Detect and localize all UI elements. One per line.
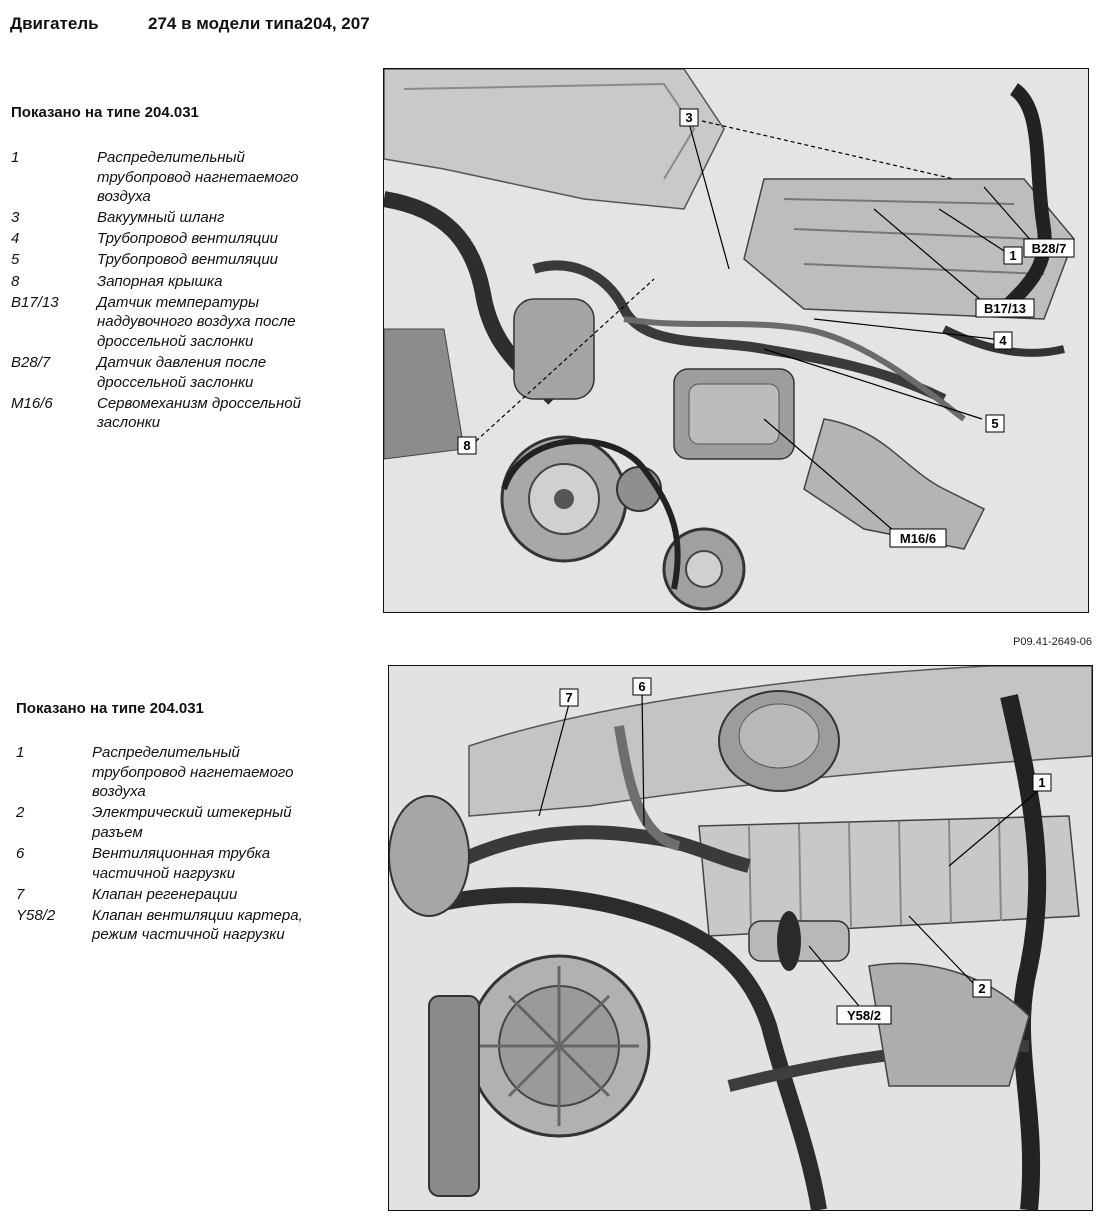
legend-code: 5 (11, 251, 20, 269)
legend-row: 3 Вакуумный шланг (11, 208, 337, 228)
legend-row: 8 Запорная крышка (11, 272, 337, 292)
callout-3: 3 (679, 108, 699, 127)
callout-b17-13-text: B17/13 (984, 301, 1026, 316)
legend-code: 7 (16, 885, 25, 903)
legend-desc: Клапан вентиляции картера, режим частичн… (92, 906, 303, 944)
callout-7-text: 7 (565, 690, 572, 705)
section1-title: Показано на типе 204.031 (11, 104, 199, 121)
legend-desc: Датчик давления после дроссельной заслон… (97, 353, 267, 391)
callout-5-text: 5 (991, 416, 998, 431)
callout-y58-2: Y58/2 (836, 1005, 892, 1025)
legend-desc: Сервомеханизм дроссельной заслонки (97, 394, 301, 432)
legend-code: 3 (11, 209, 20, 227)
legend-desc: Электрический штекерный разъем (92, 804, 292, 841)
engine-illustration-2: 7 6 1 2 Y58/2 (389, 666, 1092, 1210)
callout-y58-2-text: Y58/2 (847, 1008, 881, 1023)
legend-row: 6 Вентиляционная трубка частичной нагрузк… (16, 844, 328, 883)
legend-row: 1 Распределительный трубопровод нагнетаем… (16, 743, 328, 802)
legend-code: 1 (16, 744, 25, 761)
callout-b17-13: B17/13 (975, 298, 1035, 318)
legend-desc: Вентиляционная трубка частичной нагрузки (92, 844, 271, 882)
legend-desc: Распределительный трубопровод нагнетаемо… (92, 744, 294, 801)
legend-row: 7 Клапан регенерации (16, 885, 328, 905)
callout-8: 8 (457, 436, 477, 455)
legend-row: M16/6 Сервомеханизм дроссельной заслонки (11, 394, 337, 433)
legend-desc: Трубопровод вентиляции (97, 251, 279, 269)
callout-4: 4 (993, 331, 1013, 350)
callout-1-text: 1 (1009, 248, 1016, 263)
legend-desc: Вакуумный шланг (97, 209, 225, 227)
callout-1: 1 (1003, 246, 1023, 265)
legend-code: B28/7 (11, 353, 51, 371)
legend-row: 1 Распределительный трубопровод нагнетаем… (11, 148, 337, 207)
engine-figure-1: 3 B28/7 1 B17/13 4 5 8 M16/6 (383, 68, 1089, 613)
legend-code: 2 (16, 804, 25, 822)
figure-reference-code: P09.41-2649-06 (1013, 636, 1092, 648)
callout-2: 2 (972, 979, 992, 998)
legend-desc: Трубопровод вентиляции (97, 230, 279, 248)
legend-code: B17/13 (11, 293, 59, 311)
legend-code: M16/6 (11, 394, 53, 412)
legend-row: Y58/2 Клапан вентиляции картера, режим ча… (16, 906, 328, 945)
callout-5: 5 (985, 414, 1005, 433)
callout-4-text: 4 (999, 333, 1007, 348)
callout-6-text: 6 (638, 679, 645, 694)
section2-title: Показано на типе 204.031 (16, 700, 204, 717)
callout-7: 7 (559, 688, 579, 707)
section2-legend: 1 Распределительный трубопровод нагнетаем… (16, 743, 328, 946)
callout-b28-7-text: B28/7 (1032, 241, 1067, 256)
legend-code: 6 (16, 844, 25, 862)
header-model-label: 274 в модели типа204, 207 (148, 14, 370, 33)
legend-desc: Датчик температуры наддувочного воздуха … (97, 293, 296, 350)
legend-code: Y58/2 (16, 906, 56, 924)
engine-figure-2: 7 6 1 2 Y58/2 (388, 665, 1093, 1211)
header-engine-label: Двигатель (10, 14, 99, 33)
engine-illustration-1: 3 B28/7 1 B17/13 4 5 8 M16/6 (384, 69, 1088, 612)
section1-legend: 1 Распределительный трубопровод нагнетаем… (11, 148, 337, 434)
callout-6: 6 (632, 677, 652, 696)
callout-m16-6: M16/6 (889, 528, 947, 548)
legend-desc: Клапан регенерации (92, 885, 238, 903)
callout-m16-6-text: M16/6 (900, 531, 936, 546)
legend-row: B17/13 Датчик температуры наддувочного во… (11, 293, 337, 352)
legend-code: 1 (11, 149, 20, 166)
legend-row: 2 Электрический штекерный разъем (16, 803, 328, 842)
callout-b28-7: B28/7 (1023, 238, 1075, 258)
callout-1-fig2-text: 1 (1038, 775, 1045, 790)
legend-desc: Распределительный трубопровод нагнетаемо… (97, 149, 299, 206)
legend-row: 4 Трубопровод вентиляции (11, 229, 337, 249)
callout-2-text: 2 (978, 981, 985, 996)
callout-3-text: 3 (685, 110, 692, 125)
callout-8-text: 8 (463, 438, 470, 453)
legend-row: B28/7 Датчик давления после дроссельной з… (11, 353, 337, 392)
legend-row: 5 Трубопровод вентиляции (11, 250, 337, 270)
legend-desc: Запорная крышка (97, 272, 223, 290)
legend-code: 8 (11, 272, 20, 290)
legend-code: 4 (11, 230, 20, 248)
callout-1-fig2: 1 (1032, 773, 1052, 792)
